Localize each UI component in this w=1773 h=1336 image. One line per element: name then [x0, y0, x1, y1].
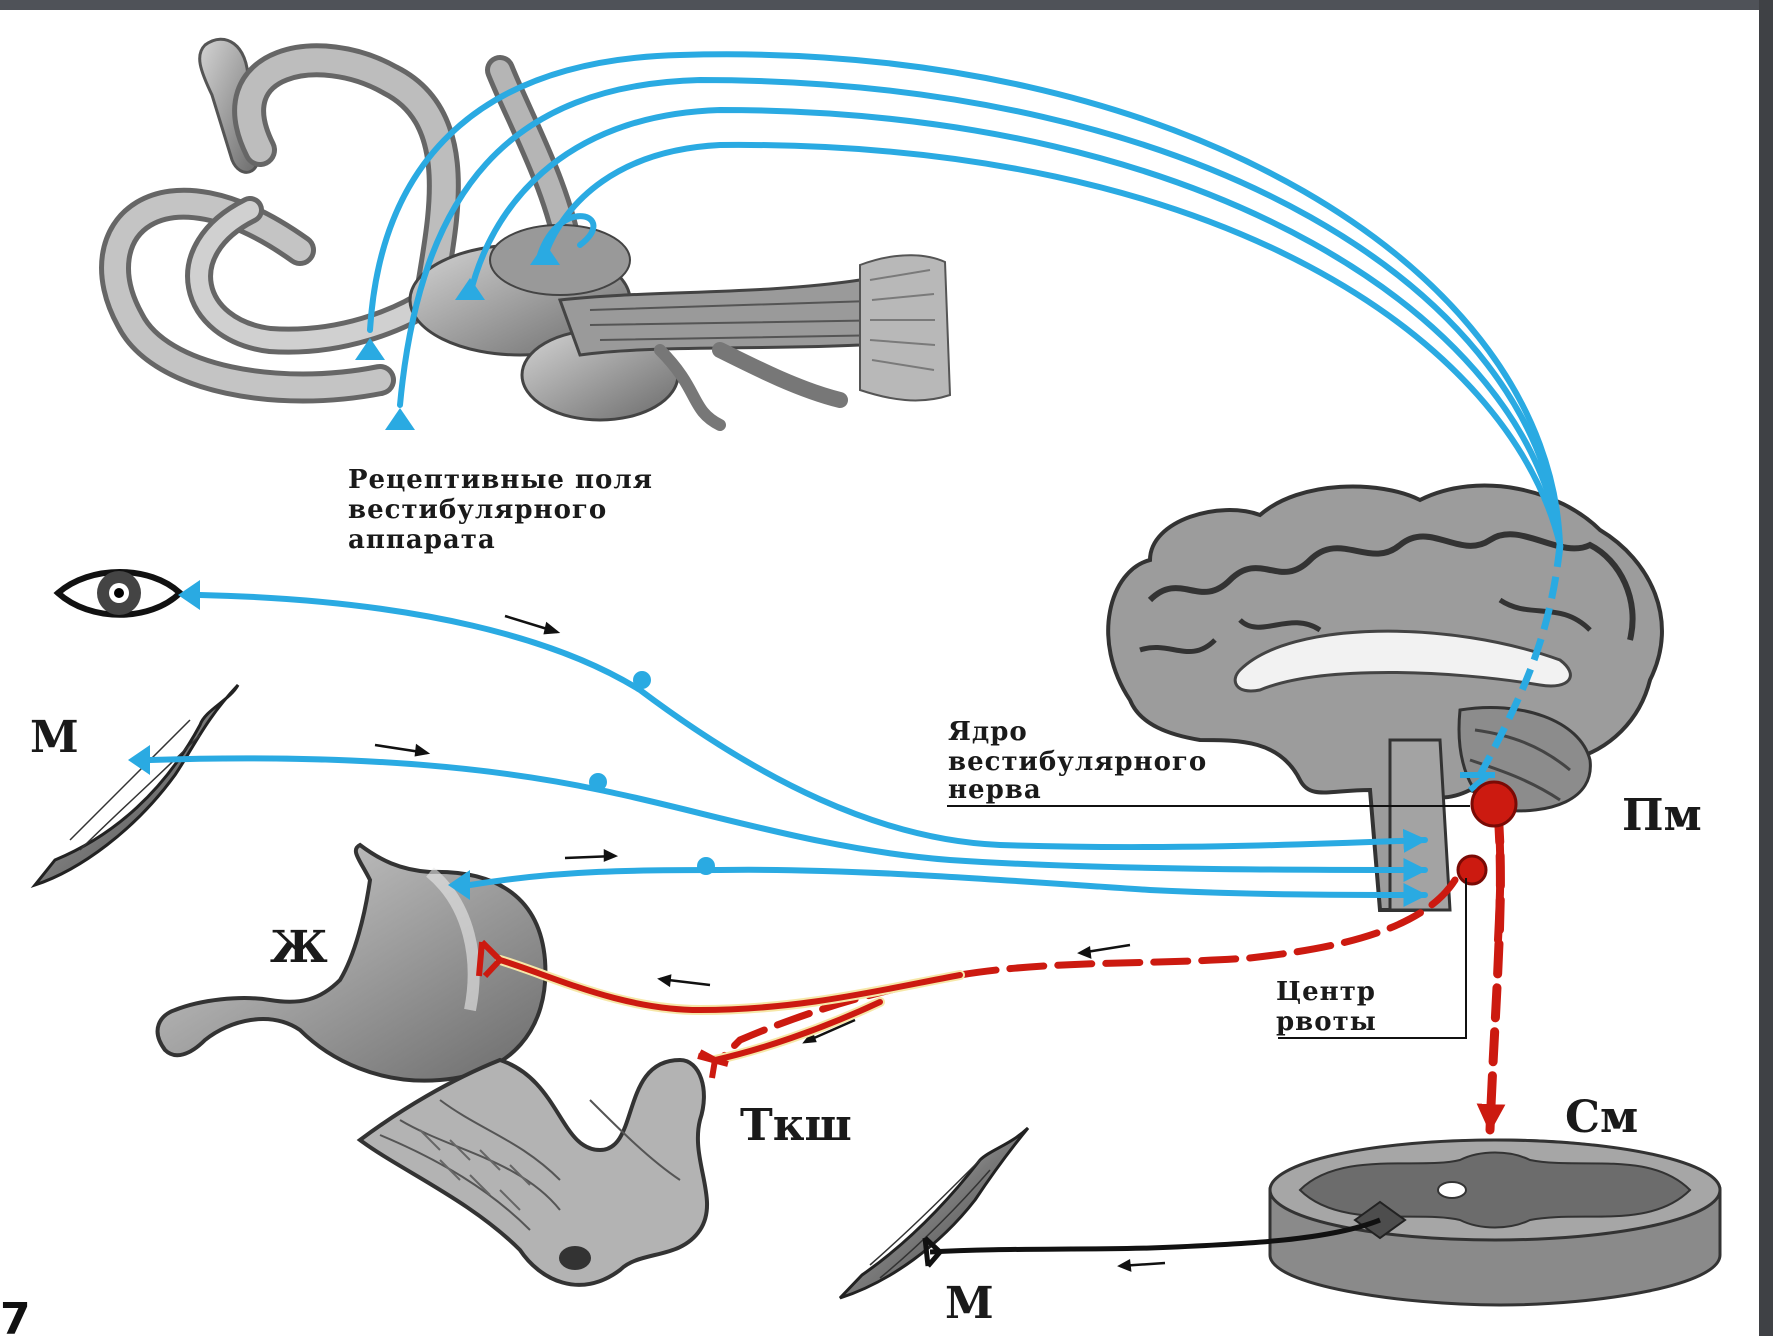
spinal-cord-label: См — [1565, 1092, 1638, 1143]
nucleus-label-line3: нерва — [948, 775, 1042, 805]
receptive-fields-label-line1: Рецептивные поля — [348, 465, 653, 495]
intestine-label: Ткш — [740, 1100, 852, 1151]
ganglion-node — [633, 671, 651, 689]
medulla-label: Пм — [1622, 790, 1702, 841]
intestine-illustration — [360, 1060, 707, 1285]
receptive-fields-label-line3: аппарата — [348, 525, 496, 555]
stomach-label: Ж — [270, 922, 328, 973]
stomach-afferent-fiber — [470, 870, 1425, 895]
ganglion-node — [589, 773, 607, 791]
nucleus-label-line1: Ядро — [948, 717, 1028, 747]
muscle-bottom-label: М — [945, 1278, 994, 1329]
inner-ear-illustration — [115, 39, 950, 425]
figure-number: 7 — [0, 1294, 31, 1336]
right-border — [1759, 0, 1773, 1336]
muscle-top-label: М — [30, 712, 79, 763]
receptive-fields-label-line2: вестибулярного — [348, 495, 607, 525]
ganglion-node — [697, 857, 715, 875]
muscle-bottom-illustration — [840, 1128, 1028, 1298]
muscle-afferent-fiber — [150, 758, 1425, 870]
receptor-terminal — [385, 408, 415, 430]
spinal-cord-illustration — [1270, 1140, 1720, 1305]
sensory-receptor-terminals — [128, 580, 715, 900]
spinal-efferent-solid — [1498, 812, 1500, 940]
eye-receptor-terminal — [178, 580, 200, 610]
vomit-center-label-line1: Центр — [1276, 977, 1376, 1007]
eye-icon — [58, 571, 180, 615]
nucleus-label-line2: вестибулярного — [948, 747, 1207, 777]
vestibular-nucleus-marker — [1472, 782, 1516, 826]
vomiting-center-marker — [1458, 856, 1486, 884]
vomit-center-label-line2: рвоты — [1276, 1007, 1377, 1037]
